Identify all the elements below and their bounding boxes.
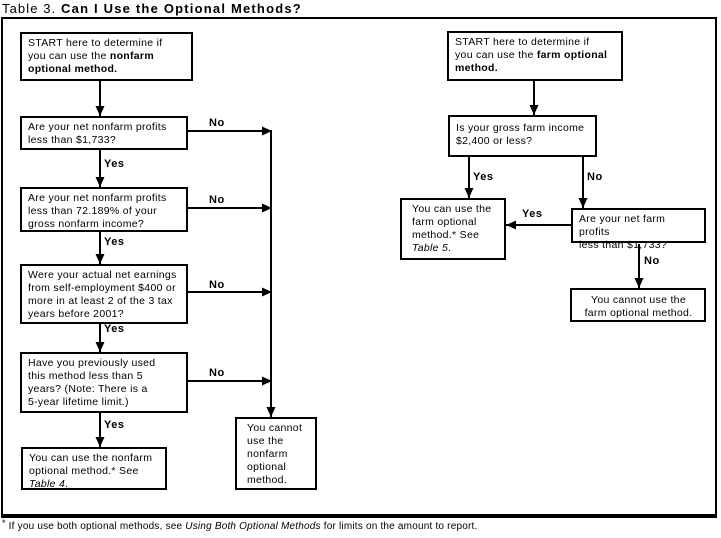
nonfarm-q4-box: Have you previously used this method les… (20, 352, 188, 413)
nonfarm-q1-box: Are your net nonfarm profits less than $… (20, 116, 188, 150)
footnote-text: If you use both optional methods, see (5, 521, 186, 532)
label-nonfarm-q2-no: No (209, 194, 225, 206)
nonfarm-q3-text: Were your actual net earnings from self-… (28, 269, 177, 320)
label-nonfarm-q2-yes: Yes (104, 236, 125, 248)
label-nonfarm-q4-yes: Yes (104, 419, 125, 431)
nonfarm-q2-box: Are your net nonfarm profits less than 7… (20, 187, 188, 232)
nonfarm-start-bold: nonfarm optional method. (28, 50, 154, 75)
nonfarm-q4-text: Have you previously used this method les… (28, 357, 156, 408)
title-bold: Can I Use the Optional Methods? (61, 1, 302, 16)
title-prefix: Table 3. (2, 1, 62, 16)
farm-q2-text: Are your net farm profits less than $1,7… (579, 213, 667, 251)
farm-q1-box: Is your gross farm income $2,400 or less… (448, 115, 597, 157)
farm-can-use-table-ref: Table 5 (412, 242, 449, 254)
nonfarm-can-use-table-ref: Table 4 (29, 478, 66, 490)
farm-start-text: START here to determine if you can use t… (455, 36, 590, 61)
farm-q1-text: Is your gross farm income $2,400 or less… (456, 122, 585, 147)
nonfarm-start-box: START here to determine if you can use t… (20, 32, 193, 81)
farm-can-use-box: You can use the farm optional method.* S… (400, 198, 506, 260)
footnote-italic-ref: Using Both Optional Methods (185, 521, 321, 532)
label-nonfarm-q1-yes: Yes (104, 158, 125, 170)
footnote-asterisk: * (2, 518, 6, 528)
label-nonfarm-q3-no: No (209, 279, 225, 291)
nonfarm-q1-text: Are your net nonfarm profits less than $… (28, 121, 167, 146)
label-farm-q1-yes: Yes (473, 171, 494, 183)
farm-start-box: START here to determine if you can use t… (447, 31, 623, 81)
nonfarm-q2-text: Are your net nonfarm profits less than 7… (28, 192, 167, 230)
nonfarm-cannot-use-text: You cannot use the nonfarm optional meth… (247, 422, 303, 486)
nonfarm-can-use-box: You can use the nonfarm optional method.… (21, 447, 167, 490)
farm-can-use-suffix: . (448, 242, 452, 254)
label-nonfarm-q4-no: No (209, 367, 225, 379)
label-farm-q2-no: No (644, 255, 660, 267)
nonfarm-start-text: START here to determine if you can use t… (28, 37, 163, 62)
farm-can-use-text: You can use the farm optional method.* S… (412, 203, 492, 241)
nonfarm-q3-box: Were your actual net earnings from self-… (20, 264, 188, 324)
label-farm-q1-no: No (587, 171, 603, 183)
nonfarm-cannot-use-box: You cannot use the nonfarm optional meth… (235, 417, 317, 490)
nonfarm-can-use-text: You can use the nonfarm optional method.… (29, 452, 153, 477)
footnote: * If you use both optional methods, see … (2, 518, 478, 532)
footnote-suffix: for limits on the amount to report. (320, 521, 478, 532)
farm-cannot-use-box: You cannot use the farm optional method. (570, 288, 706, 322)
label-farm-q2-yes: Yes (522, 208, 543, 220)
farm-start-bold: farm optional method. (455, 49, 608, 74)
page-title: Table 3. Can I Use the Optional Methods? (2, 1, 302, 16)
farm-cannot-use-text: You cannot use the farm optional method. (584, 294, 693, 319)
label-nonfarm-q1-no: No (209, 117, 225, 129)
label-nonfarm-q3-yes: Yes (104, 323, 125, 335)
farm-q2-box: Are your net farm profits less than $1,7… (571, 208, 706, 251)
diagram-border (1, 17, 717, 518)
nonfarm-can-use-suffix: . (65, 478, 69, 490)
